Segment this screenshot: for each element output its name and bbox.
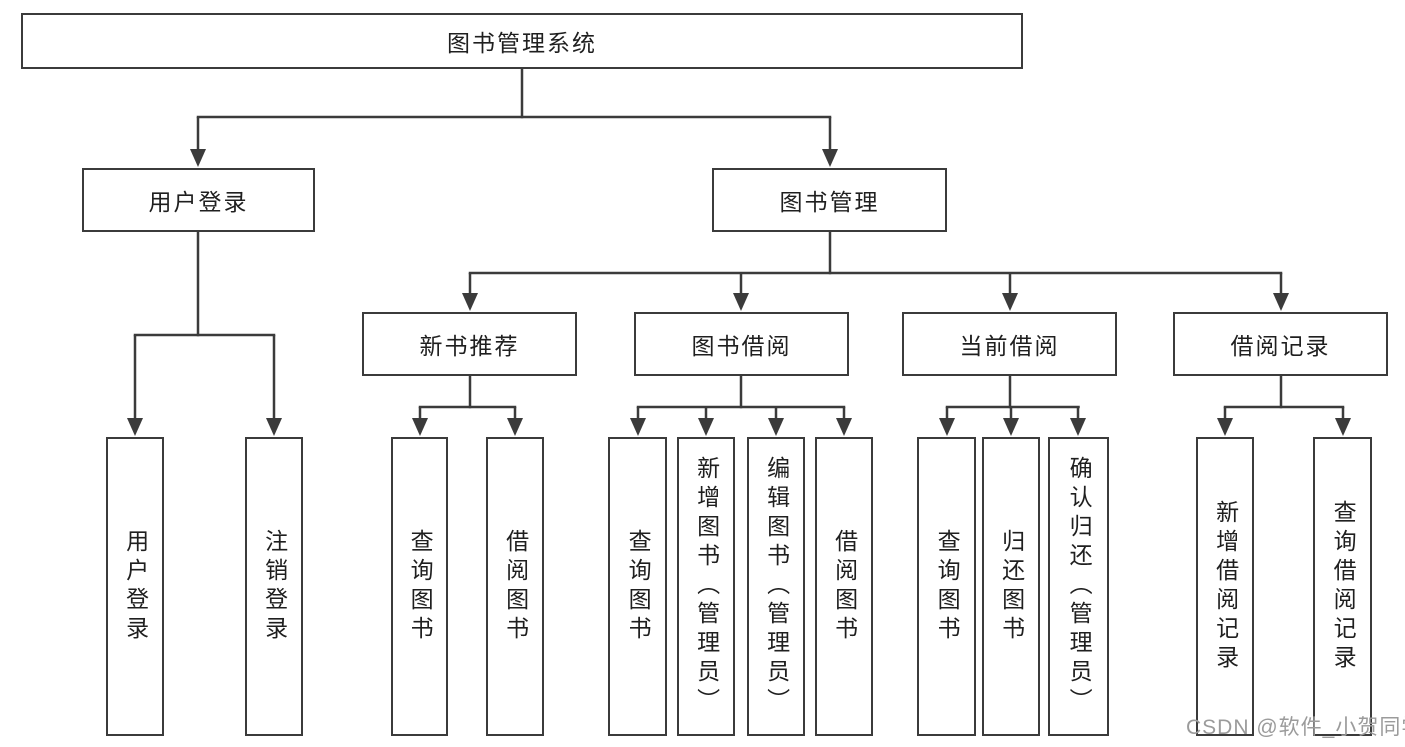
node-book-management-label: 图书管理: [779, 189, 880, 215]
node-br-query-record: 查询借阅记录: [1313, 437, 1372, 736]
node-ul-logout-label: 注销登录: [261, 528, 288, 645]
node-nb-borrow-books: 借阅图书: [486, 437, 544, 736]
node-br-query-record-label: 查询借阅记录: [1330, 499, 1357, 674]
node-current-borrow-label: 当前借阅: [959, 333, 1060, 359]
node-new-book-recommend-label: 新书推荐: [419, 333, 520, 359]
connector-root-to-level2: [190, 68, 838, 167]
node-nb-query-books: 查询图书: [391, 437, 448, 736]
node-bb-query-books: 查询图书: [608, 437, 667, 736]
node-root-system: 图书管理系统: [21, 13, 1023, 69]
node-cb-query-books: 查询图书: [917, 437, 976, 736]
node-bb-edit-books-admin-label: 编辑图书（管理员）: [763, 456, 790, 717]
node-new-book-recommend: 新书推荐: [362, 312, 577, 376]
node-root-label: 图书管理系统: [447, 30, 597, 56]
connector-current-borrow-children: [939, 375, 1086, 436]
node-user-login-label: 用户登录: [148, 189, 249, 215]
node-bb-borrow-books: 借阅图书: [815, 437, 873, 736]
node-bb-edit-books-admin: 编辑图书（管理员）: [747, 437, 805, 736]
connector-book-borrow-children: [630, 375, 852, 436]
node-ul-logout: 注销登录: [245, 437, 303, 736]
node-br-add-record-label: 新增借阅记录: [1212, 499, 1239, 674]
node-cb-query-books-label: 查询图书: [934, 528, 961, 645]
node-bb-borrow-books-label: 借阅图书: [831, 528, 858, 645]
node-cb-confirm-return-admin-label: 确认归还（管理员）: [1066, 456, 1093, 717]
node-bb-query-books-label: 查询图书: [625, 528, 652, 645]
connector-borrow-records-children: [1217, 375, 1351, 436]
node-book-borrow: 图书借阅: [634, 312, 849, 376]
node-cb-confirm-return-admin: 确认归还（管理员）: [1048, 437, 1109, 736]
node-book-management: 图书管理: [712, 168, 947, 232]
node-ul-user-login: 用户登录: [106, 437, 164, 736]
node-book-borrow-label: 图书借阅: [691, 333, 792, 359]
node-borrow-records: 借阅记录: [1173, 312, 1388, 376]
connector-user-login-children: [127, 231, 282, 436]
node-nb-borrow-books-label: 借阅图书: [502, 528, 529, 645]
node-cb-return-books: 归还图书: [982, 437, 1040, 736]
node-nb-query-books-label: 查询图书: [407, 528, 434, 645]
node-ul-user-login-label: 用户登录: [122, 528, 149, 645]
node-borrow-records-label: 借阅记录: [1230, 333, 1331, 359]
node-bb-add-books-admin-label: 新增图书（管理员）: [693, 456, 720, 717]
csdn-watermark: CSDN @软件_小贺同学: [1186, 716, 1405, 739]
connector-new-book-children: [412, 375, 523, 436]
node-user-login: 用户登录: [82, 168, 315, 232]
node-current-borrow: 当前借阅: [902, 312, 1117, 376]
node-cb-return-books-label: 归还图书: [998, 528, 1025, 645]
connector-book-management-children: [462, 231, 1289, 311]
node-br-add-record: 新增借阅记录: [1196, 437, 1254, 736]
node-bb-add-books-admin: 新增图书（管理员）: [677, 437, 735, 736]
